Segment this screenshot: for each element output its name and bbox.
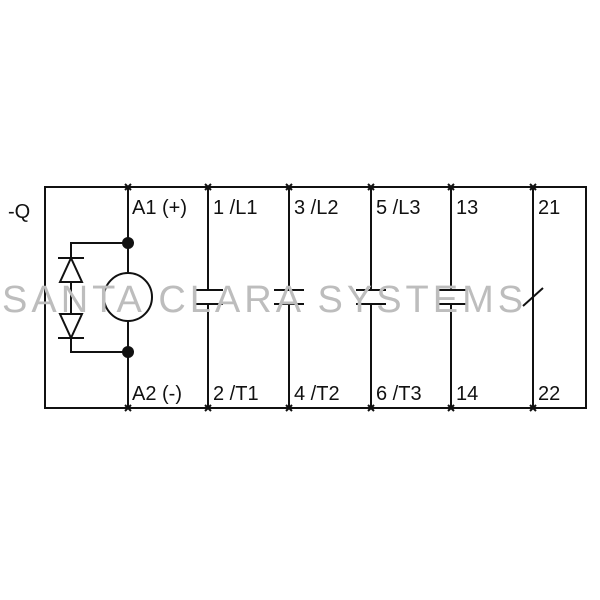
contact-top-label: 5 /L3 <box>376 197 420 219</box>
coil-symbol <box>103 272 153 322</box>
diode-branch-wire <box>70 242 128 353</box>
contact-bottom-label: 22 <box>538 383 560 405</box>
contact-top-label: 3 /L2 <box>294 197 338 219</box>
contact-5 <box>522 187 544 408</box>
contact-top-label: 13 <box>456 197 478 219</box>
contact-3 <box>356 187 386 408</box>
contact-bottom-label: 2 /T1 <box>213 383 259 405</box>
diode-upper-icon <box>58 255 84 283</box>
terminal-marker <box>367 183 375 191</box>
terminal-marker <box>447 404 455 412</box>
terminal-marker <box>529 404 537 412</box>
diode-lower-icon <box>58 313 84 341</box>
terminal-marker <box>124 183 132 191</box>
coil-top-terminal-label: A1 (+) <box>132 197 187 219</box>
contact-nc-slash <box>522 287 544 307</box>
contact-4 <box>436 187 466 408</box>
terminal-marker <box>447 183 455 191</box>
terminal-marker <box>529 183 537 191</box>
terminal-marker <box>285 404 293 412</box>
contact-bottom-label: 14 <box>456 383 478 405</box>
contact-top-label: 21 <box>538 197 560 219</box>
terminal-marker <box>204 183 212 191</box>
terminal-markers <box>124 183 537 412</box>
terminal-marker <box>204 404 212 412</box>
device-label: -Q <box>8 201 30 223</box>
terminal-marker <box>367 404 375 412</box>
contacts-group <box>193 187 544 408</box>
contact-labels: 1 /L1 2 /T1 3 /L2 4 /T2 5 /L3 6 /T3 13 14 21 22 <box>213 197 560 405</box>
terminal-marker <box>124 404 132 412</box>
watermark-text: SANTA CLARA SYSTEMS <box>2 279 527 321</box>
coil-bottom-terminal-label: A2 (-) <box>132 383 182 405</box>
contact-2 <box>274 187 304 408</box>
coil-assembly <box>58 187 153 408</box>
device-enclosure <box>44 186 587 409</box>
contact-top-label: 1 /L1 <box>213 197 257 219</box>
contact-bottom-label: 4 /T2 <box>294 383 340 405</box>
contact-1 <box>193 187 223 408</box>
terminal-marker <box>285 183 293 191</box>
contact-bottom-label: 6 /T3 <box>376 383 422 405</box>
